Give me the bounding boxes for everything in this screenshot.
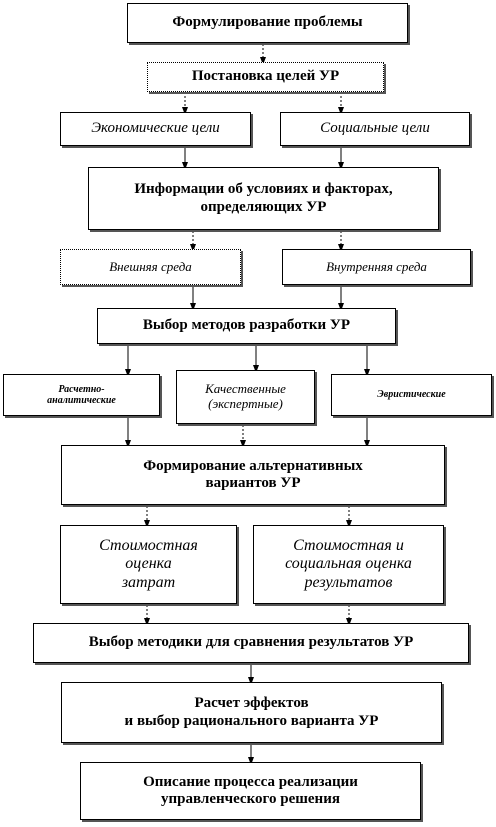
node-cost: Стоимостная оценка затрат [60,525,237,604]
node-effects-label: Расчет эффектов и выбор рационального ва… [124,695,379,729]
node-description-label: Описание процесса реализации управленчес… [143,773,358,807]
node-problem-label: Формулирование проблемы [172,14,363,31]
node-qual: Качественные (экспертные) [176,370,315,424]
node-internal-label: Внутренняя среда [326,258,427,274]
node-internal: Внутренняя среда [282,249,471,285]
node-heur: Эвристические [331,374,492,416]
node-description: Описание процесса реализации управленчес… [80,762,421,820]
node-heur-label: Эвристические [377,389,446,401]
node-info-label: Информации об условиях и факторах, опред… [134,181,393,215]
node-problem: Формулирование проблемы [127,3,408,43]
node-goals-label: Постановка целей УР [191,68,340,85]
node-alternatives-label: Формирование альтернативных вариантов УР [143,457,363,491]
node-compare-label: Выбор методики для сравнения результатов… [88,634,414,651]
node-social-goals-label: Социальные цели [320,120,430,137]
node-methods-label: Выбор методов разработки УР [142,317,351,334]
node-external: Внешняя среда [60,249,241,285]
node-calc-label: Расчетно- аналитические [47,383,116,407]
node-compare: Выбор методики для сравнения результатов… [33,623,469,663]
node-qual-label: Качественные (экспертные) [205,381,286,411]
node-cost-label: Стоимостная оценка затрат [99,536,198,591]
node-cost-social: Стоимостная и социальная оценка результа… [253,525,444,604]
node-social-goals: Социальные цели [280,112,470,146]
node-cost-social-label: Стоимостная и социальная оценка результа… [285,536,412,591]
node-info: Информации об условиях и факторах, опред… [88,167,439,230]
node-calc: Расчетно- аналитические [3,374,160,416]
node-econ-goals-label: Экономические цели [91,120,220,137]
node-alternatives: Формирование альтернативных вариантов УР [61,445,445,505]
node-goals: Постановка целей УР [147,62,384,92]
node-methods: Выбор методов разработки УР [97,308,396,344]
node-external-label: Внешняя среда [109,258,192,274]
node-effects: Расчет эффектов и выбор рационального ва… [61,682,442,743]
node-econ-goals: Экономические цели [60,112,251,146]
